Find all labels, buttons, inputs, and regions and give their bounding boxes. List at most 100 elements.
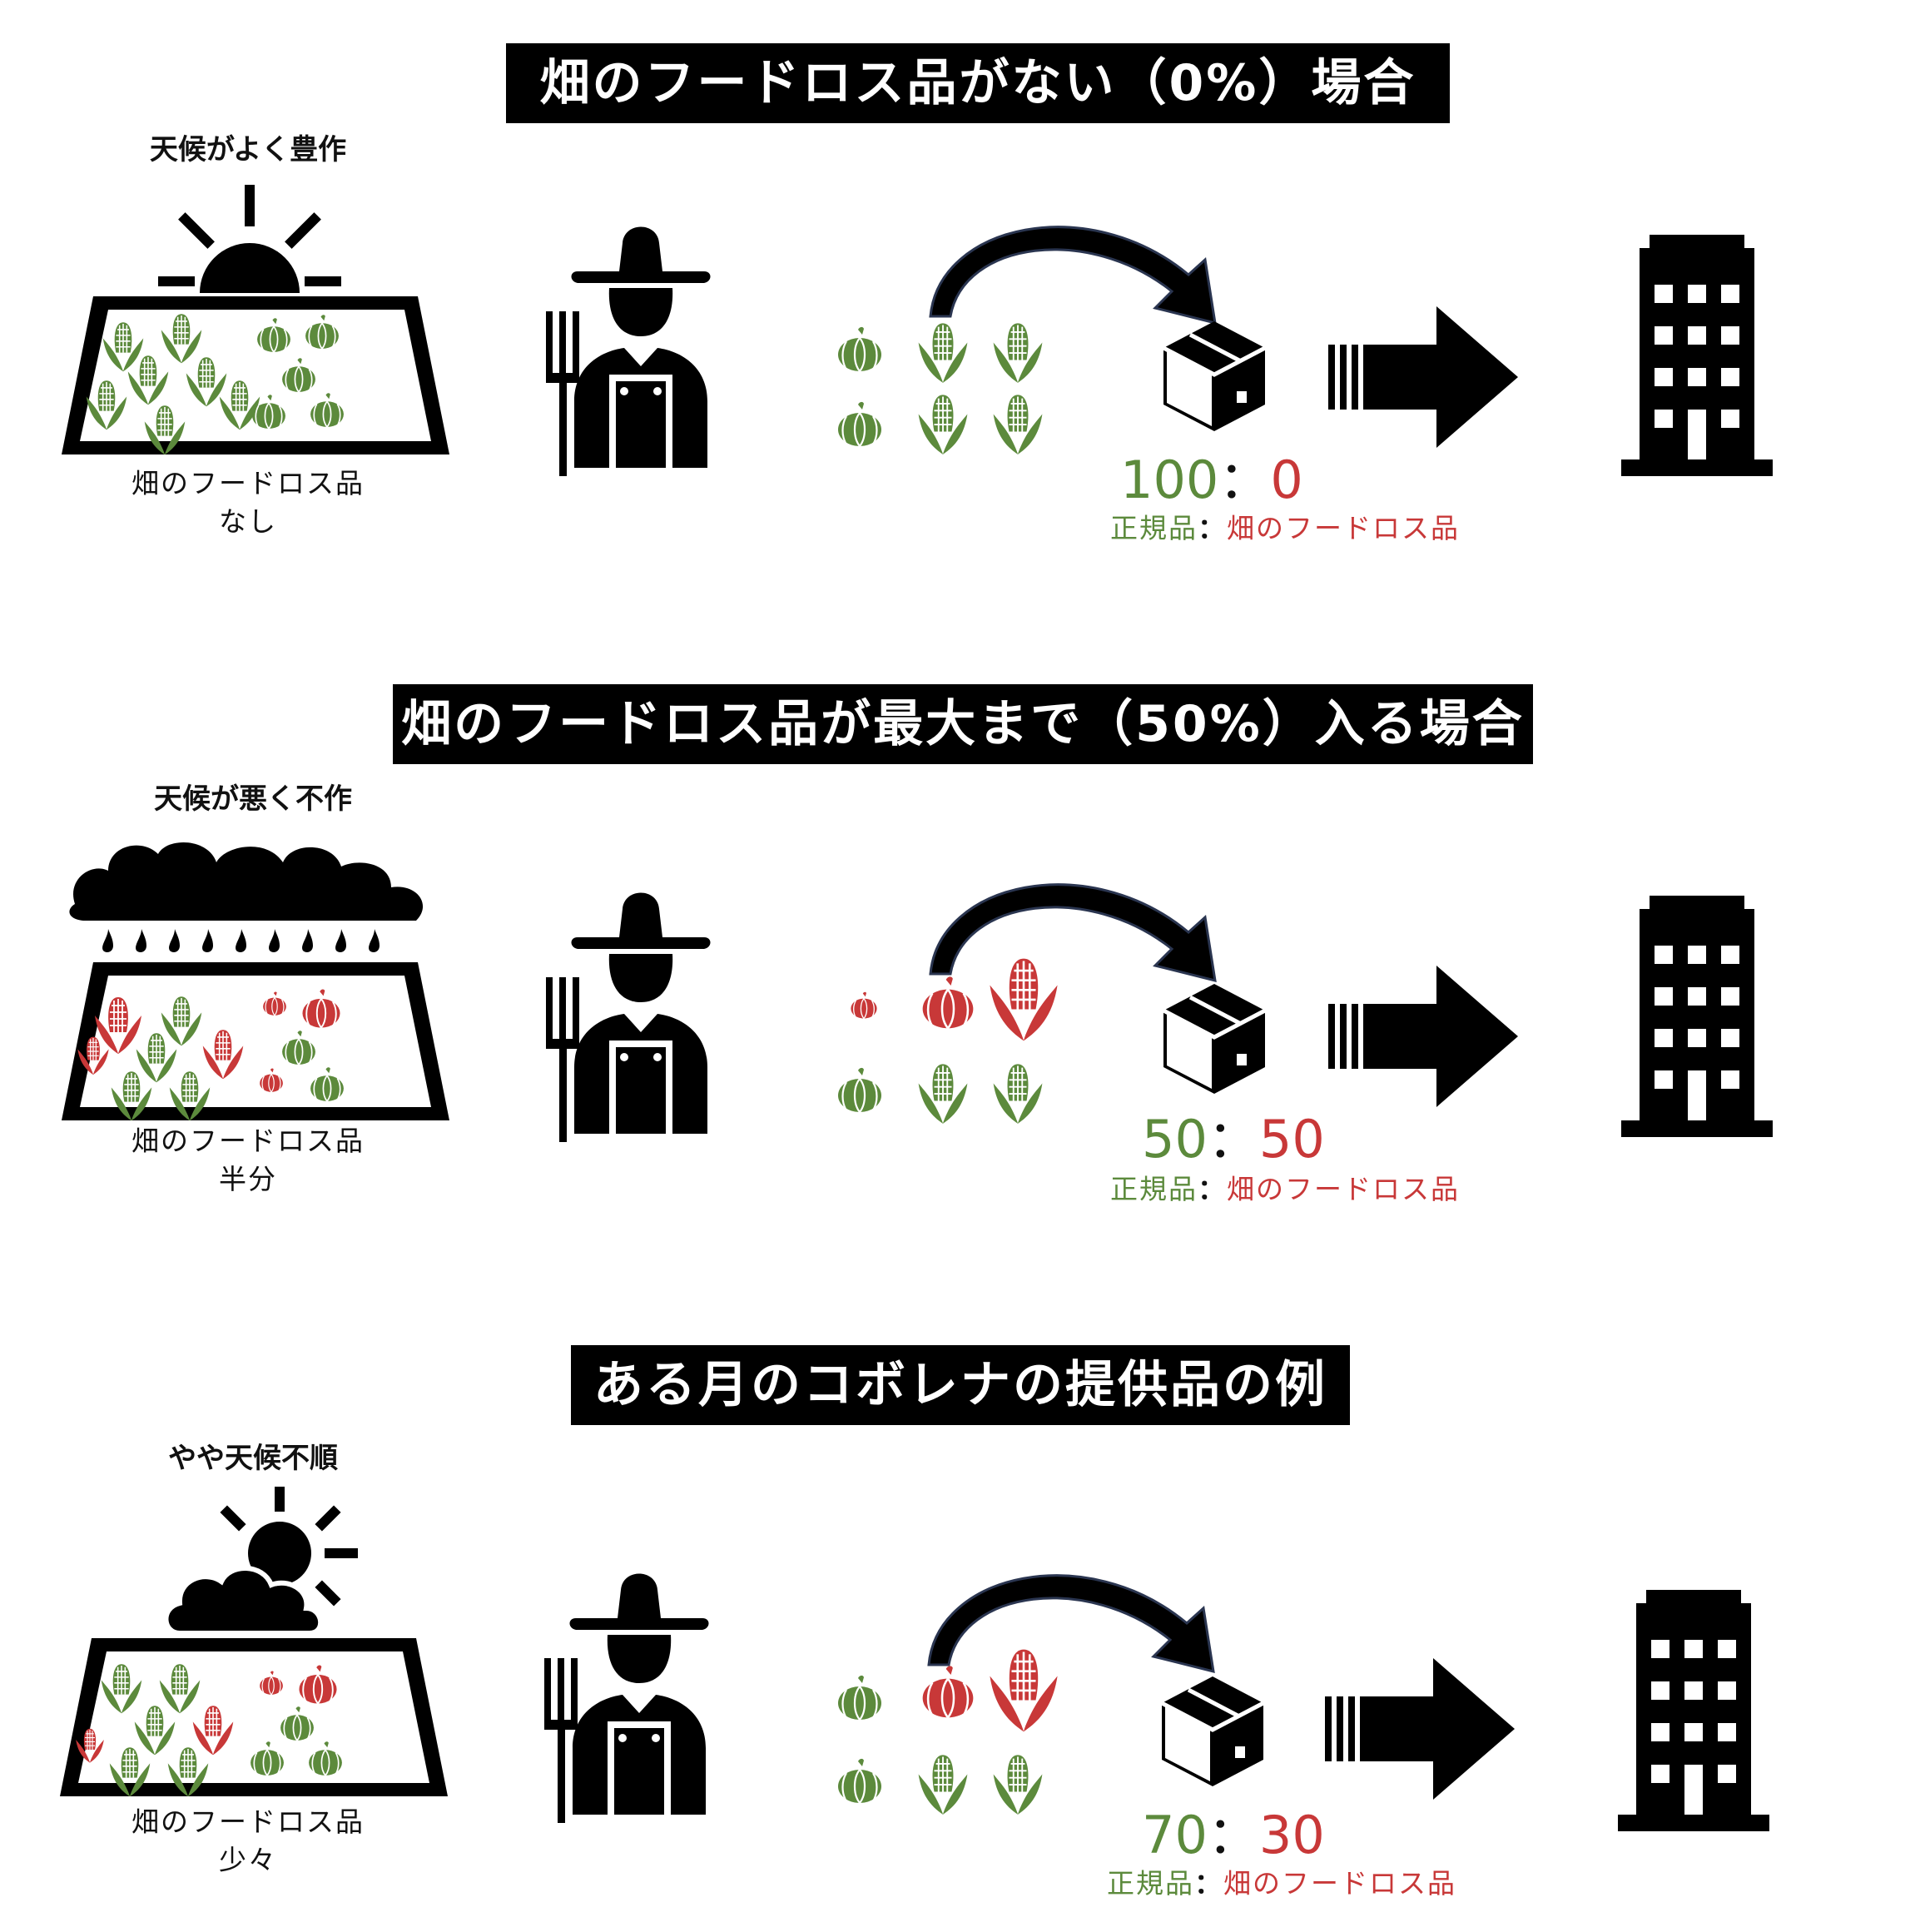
ratio-loss: 50 [1258, 1109, 1325, 1170]
partly-cloudy-icon [163, 1487, 363, 1636]
scenario-no-loss: 畑のフードロス品がない（0%）場合 天候がよく豊作 畑のフードロス品 なし 10… [0, 0, 1920, 649]
loss-corn-icon [982, 949, 1065, 1045]
ratio-legend: 正規品：畑のフードロス品 [1107, 1861, 1456, 1901]
corn-icon [143, 400, 186, 458]
ratio-good: 100 [1120, 449, 1219, 510]
box-icon [1158, 1673, 1267, 1790]
legend-separator: ： [1198, 512, 1227, 544]
building-icon [1618, 896, 1776, 1137]
pumpkin-icon [278, 356, 320, 395]
ratio-good: 50 [1142, 1109, 1208, 1170]
scenario-max-loss: 畑のフードロス品が最大まで（50%）入る場合 天候が悪く不作 畑のフードロス品 … [0, 641, 1920, 1290]
corn-icon [915, 388, 970, 458]
field-caption: 畑のフードロス品 半分 [98, 1122, 398, 1199]
section-title: ある月のコボレナの提供品の例 [571, 1345, 1350, 1425]
corn-icon [990, 1748, 1045, 1818]
corn-icon [85, 375, 128, 433]
ratio-value: 70：30 [1142, 1793, 1325, 1868]
loss-pumpkin-icon [915, 974, 980, 1032]
corn-icon [166, 1741, 210, 1800]
field-caption-line2: 少々 [219, 1844, 277, 1876]
ratio-good: 70 [1142, 1805, 1208, 1865]
pumpkin-icon [305, 1740, 346, 1778]
corn-icon [990, 316, 1045, 386]
farmer-icon [541, 884, 741, 1142]
pumpkin-icon [248, 393, 290, 431]
box-icon [1160, 981, 1268, 1097]
harvest-items [832, 949, 1074, 1115]
sun-icon [141, 185, 358, 293]
pumpkin-icon [246, 1740, 288, 1778]
corn-icon [915, 1057, 970, 1127]
field-caption: 畑のフードロス品 少々 [98, 1803, 398, 1880]
building-icon [1618, 235, 1776, 476]
ratio-separator: ： [1218, 449, 1271, 510]
scenario-example-month: ある月のコボレナの提供品の例 やや天候不順 畑のフードロス品 少々 70：30 … [0, 1282, 1920, 1931]
field-caption-line1: 畑のフードロス品 [131, 467, 365, 499]
pumpkin-icon [253, 316, 295, 355]
section-title: 畑のフードロス品が最大まで（50%）入る場合 [393, 684, 1533, 764]
pumpkin-icon [278, 1029, 320, 1067]
field-caption-line1: 畑のフードロス品 [131, 1125, 365, 1157]
legend-separator: ： [1198, 1173, 1227, 1205]
farmer-icon [541, 218, 741, 476]
loss-pumpkin-icon [915, 1663, 980, 1721]
field-caption: 畑のフードロス品 なし [98, 464, 398, 541]
pumpkin-icon [832, 1065, 887, 1115]
loss-corn-icon [75, 1725, 105, 1765]
loss-pumpkin-icon [847, 991, 881, 1021]
field-icon [58, 1633, 449, 1800]
pumpkin-icon [832, 400, 887, 449]
loss-pumpkin-icon [296, 987, 346, 1031]
loss-pumpkin-icon [293, 1663, 343, 1706]
legend-regular: 正規品 [1107, 1867, 1194, 1900]
loss-pumpkin-icon [260, 991, 290, 1017]
arrow-right-icon [1325, 1658, 1516, 1800]
field-caption-line1: 畑のフードロス品 [131, 1805, 365, 1838]
loss-pumpkin-icon [256, 1067, 286, 1094]
farmer-icon [539, 1565, 739, 1823]
ratio-legend: 正規品：畑のフードロス品 [1110, 506, 1460, 546]
ratio-value: 100：0 [1120, 438, 1303, 513]
pumpkin-icon [832, 1756, 887, 1806]
loss-pumpkin-icon [256, 1670, 286, 1696]
legend-regular: 正規品 [1110, 512, 1198, 544]
loss-corn-icon [982, 1640, 1065, 1736]
legend-loss: 畑のフードロス品 [1223, 1867, 1456, 1900]
section-title: 畑のフードロス品がない（0%）場合 [506, 43, 1450, 123]
ratio-value: 50：50 [1142, 1097, 1325, 1172]
pumpkin-icon [832, 325, 887, 375]
corn-icon [108, 1741, 151, 1800]
pumpkin-icon [301, 313, 343, 351]
weather-label: 天候がよく豊作 [149, 133, 347, 166]
corn-icon [110, 1065, 153, 1124]
legend-loss: 畑のフードロス品 [1227, 1173, 1460, 1205]
ratio-loss: 0 [1270, 449, 1303, 510]
pumpkin-icon [306, 391, 348, 430]
corn-icon [990, 388, 1045, 458]
field-icon [60, 291, 451, 458]
field-caption-line2: 半分 [219, 1163, 277, 1195]
loss-corn-icon [77, 1032, 110, 1077]
pumpkin-icon [306, 1065, 348, 1104]
corn-icon [915, 316, 970, 386]
ratio-legend: 正規品：畑のフードロス品 [1110, 1167, 1460, 1207]
ratio-loss: 30 [1258, 1805, 1325, 1865]
curved-arrow-icon [922, 208, 1238, 325]
pumpkin-icon [832, 1673, 887, 1723]
corn-icon [990, 1057, 1045, 1127]
arrow-right-icon [1328, 966, 1520, 1107]
weather-label: やや天候不順 [168, 1442, 338, 1475]
building-icon [1615, 1590, 1773, 1831]
harvest-items [832, 1640, 1074, 1806]
weather-label: 天候が悪く不作 [154, 782, 352, 816]
ratio-separator: ： [1207, 1109, 1259, 1170]
ratio-separator: ： [1207, 1805, 1259, 1865]
legend-regular: 正規品 [1110, 1173, 1198, 1205]
pumpkin-icon [276, 1705, 318, 1743]
corn-icon [168, 1065, 211, 1124]
field-caption-line2: なし [219, 505, 277, 538]
box-icon [1160, 318, 1268, 435]
field-icon [60, 957, 451, 1124]
rain-cloud-icon [67, 829, 433, 954]
